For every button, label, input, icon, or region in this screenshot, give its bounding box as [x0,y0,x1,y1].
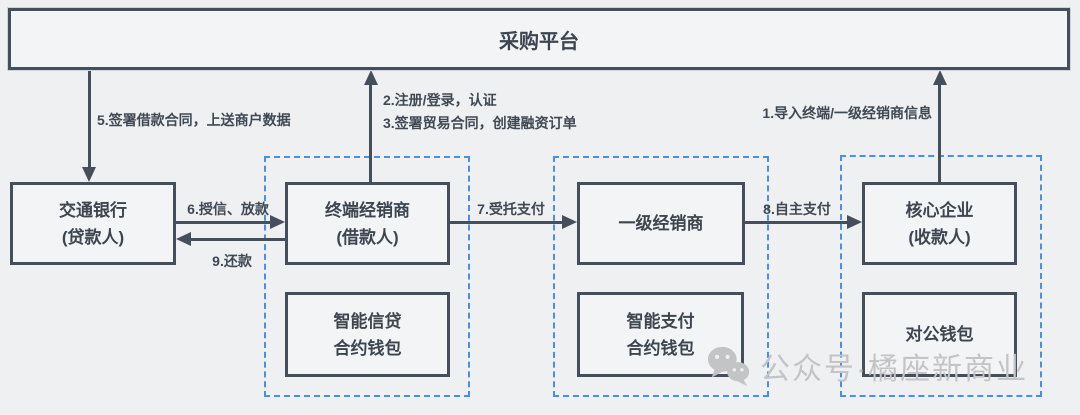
node-terminal-dealer-name: 终端经销商 [325,200,410,220]
arrow-right-icon [562,215,577,229]
node-payment-wallet-line2: 合约钱包 [626,338,695,358]
node-terminal-dealer-role: (借款人) [336,227,399,247]
node-terminal-dealer: 终端经销商 (借款人) [285,182,450,265]
arrow-platform-to-bank-line [88,70,91,168]
node-bank-role: (贷款人) [61,227,125,247]
arrow-core-to-platform-line [938,84,941,182]
node-core-enterprise-name: 核心企业 [905,200,974,220]
flow-label-3: 3.签署贸易合同，创建融资订单 [383,115,577,131]
flow-label-7: 7.受托支付 [477,201,545,217]
arrow-terminal-to-platform-line [369,84,372,182]
node-bank: 交通银行 (贷款人) [10,182,176,265]
node-corporate-wallet-line1: 对公钱包 [905,325,974,344]
node-bank-name: 交通银行 [59,200,127,220]
node-payment-wallet: 智能支付 合约钱包 [577,292,744,377]
flow-label-9: 9.还款 [212,253,252,269]
arrow-down-icon [82,167,96,182]
node-credit-wallet-line1: 智能信贷 [333,311,402,331]
node-procurement-platform: 采购平台 [8,8,1070,70]
arrow-right-icon [847,215,862,229]
arrow-tier1-to-core-line [745,221,848,224]
dashed-group-core-enterprise [840,155,1042,397]
flow-label-8: 8.自主支付 [763,201,831,217]
node-tier1-dealer-name: 一级经销商 [618,214,704,233]
flow-label-1: 1.导入终端/一级经销商信息 [762,105,932,121]
arrow-bank-to-terminal-line [176,221,270,224]
node-core-enterprise-role: (收款人) [908,227,971,247]
platform-title: 采购平台 [499,30,579,53]
dashed-group-tier1-dealer [553,156,769,397]
dashed-group-terminal-dealer [264,156,470,397]
arrow-left-icon [176,232,191,246]
node-payment-wallet-line1: 智能支付 [626,311,695,331]
arrow-right-icon [270,215,285,229]
arrow-up-icon [364,70,378,85]
node-tier1-dealer: 一级经销商 [577,182,745,265]
flow-label-2: 2.注册/登录，认证 [383,92,497,108]
arrow-up-icon [933,70,947,85]
flow-label-5: 5.签署借款合同，上送商户数据 [97,112,291,128]
node-credit-wallet-line2: 合约钱包 [333,338,402,358]
arrow-terminal-to-tier1-line [450,221,563,224]
node-core-enterprise: 核心企业 (收款人) [862,182,1017,265]
node-corporate-wallet: 对公钱包 [862,292,1017,377]
flow-label-6: 6.授信、放款 [187,201,269,217]
node-credit-wallet: 智能信贷 合约钱包 [285,292,450,377]
